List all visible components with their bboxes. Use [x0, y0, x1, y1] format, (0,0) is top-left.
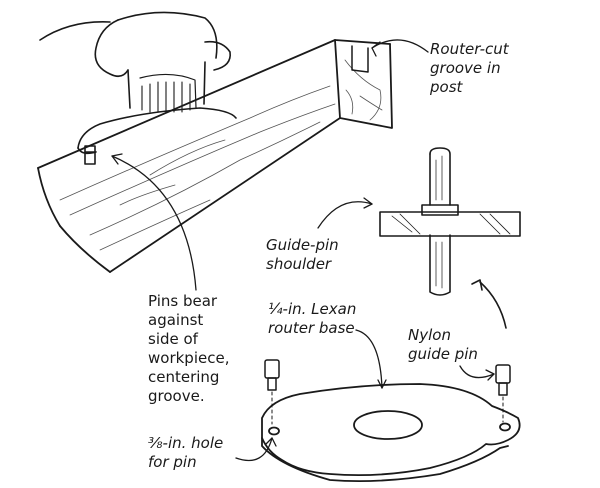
label-line: groove. [148, 387, 205, 405]
label-line: guide pin [408, 345, 478, 363]
label-line: groove in [430, 59, 501, 77]
label-line: router base [268, 319, 355, 337]
label-line: workpiece, [148, 349, 230, 367]
label-line: Router-cut [430, 40, 509, 58]
label-line: shoulder [266, 255, 332, 273]
label-line: ¼-in. Lexan [268, 300, 357, 318]
label-guide-pin-shoulder: Guide-pin shoulder [266, 236, 339, 274]
right-nylon-guide-pin [495, 364, 511, 423]
guide-pin-shoulder-detail [379, 147, 521, 296]
label-line: Guide-pin [266, 236, 339, 254]
label-nylon-guide-pin: Nylon guide pin [408, 326, 478, 364]
label-line: against [148, 311, 204, 329]
wood-grain [59, 59, 383, 251]
router-base-top [77, 107, 237, 155]
label-line: for pin [148, 453, 197, 471]
left-nylon-guide-pin [264, 359, 280, 425]
label-line: Nylon [408, 326, 451, 344]
label-line: centering [148, 368, 220, 386]
router-guide-pin [84, 145, 96, 165]
leader-lines [111, 39, 495, 462]
label-line: Pins bear [148, 292, 218, 310]
label-router-cut-groove: Router-cut groove in post [430, 40, 509, 97]
assembly-arrow [471, 279, 507, 329]
label-line: side of [148, 330, 198, 348]
label-pins-bear: Pins bear against side of workpiece, cen… [148, 292, 229, 406]
label-lexan-router-base: ¼-in. Lexan router base [268, 300, 356, 338]
router-motor [39, 11, 231, 113]
label-line: ⅜-in. hole [148, 434, 224, 452]
label-hole-for-pin: ⅜-in. hole for pin [148, 434, 223, 472]
post-workpiece [37, 39, 393, 273]
label-line: post [430, 78, 463, 96]
lexan-router-base [261, 383, 521, 483]
